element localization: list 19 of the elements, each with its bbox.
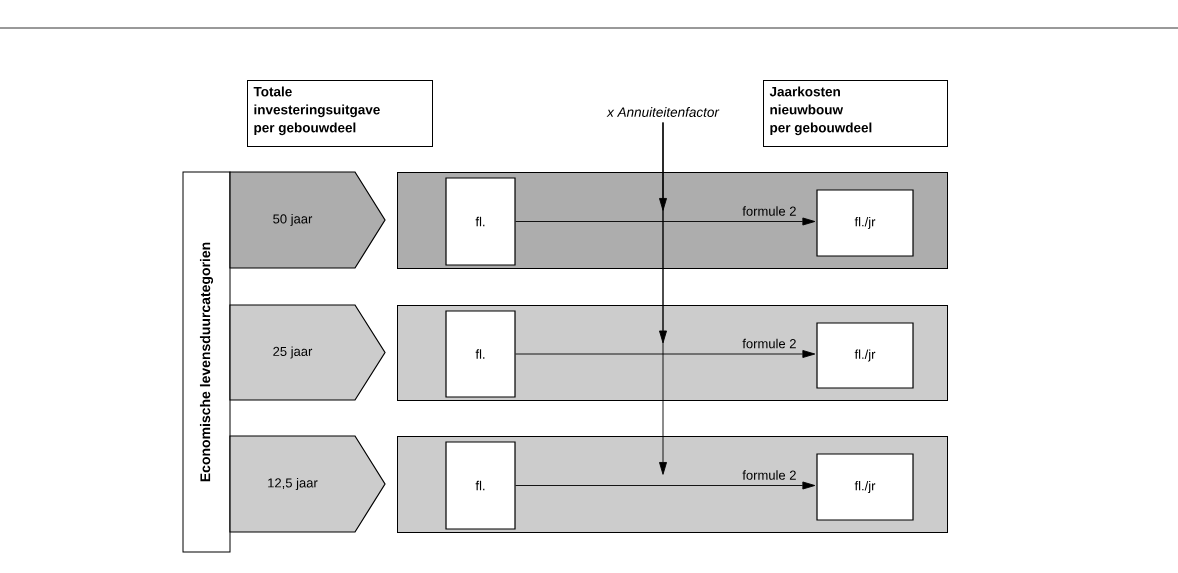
arrow	[515, 217, 816, 226]
pentagon-tag: 25 jaar	[229, 304, 386, 401]
arrow	[659, 122, 667, 475]
arrow	[515, 481, 816, 490]
pentagon-tag: 50 jaar	[229, 171, 386, 269]
category-box: Economische levensduurcategorien	[182, 171, 231, 553]
value-box: fl.	[445, 177, 516, 266]
value-box: fl./jr	[816, 322, 914, 389]
edge-label: formule 2	[741, 205, 798, 217]
value-box: fl./jr	[816, 453, 914, 521]
header-box: Jaarkosten nieuwbouw per gebouwdeel	[763, 80, 948, 147]
value-box: fl.	[445, 441, 516, 530]
pentagon-tag: 12,5 jaar	[229, 435, 386, 533]
factor-label: x Annuiteitenfactor	[606, 107, 720, 117]
arrow	[515, 350, 816, 358]
value-box: fl.	[445, 310, 516, 398]
value-box: fl./jr	[816, 189, 914, 257]
edge-label: formule 2	[741, 469, 798, 481]
header-box: Totale investeringsuitgave per gebouwdeel	[247, 80, 433, 147]
